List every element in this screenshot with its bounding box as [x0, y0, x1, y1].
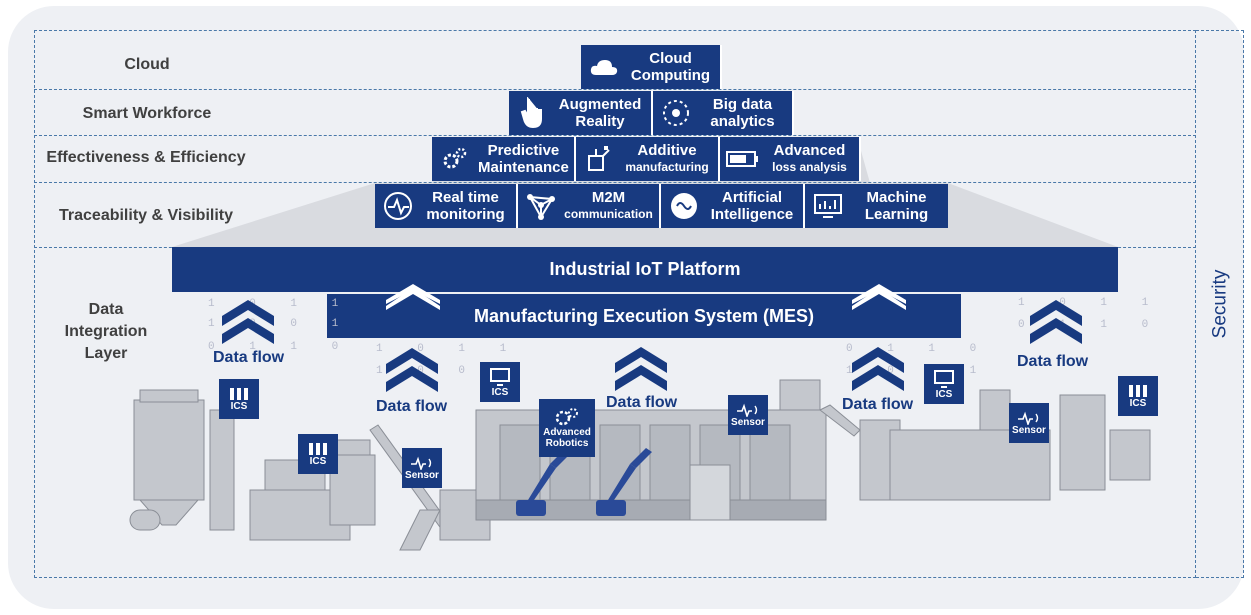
- data-gears-icon: [659, 96, 693, 130]
- network-icon: [524, 189, 558, 223]
- tile-line-1: Advanced: [773, 142, 846, 159]
- monitor-icon: [490, 367, 510, 386]
- brain-icon: [667, 189, 701, 223]
- tile-line-1: Augmented: [558, 96, 642, 113]
- iot-platform-bar: Industrial IoT Platform: [172, 247, 1118, 292]
- data-flow-arrow-icon: [222, 300, 274, 344]
- pulse-monitor-icon: [381, 189, 415, 223]
- divider: [34, 182, 1196, 183]
- up-arrow-icon: [386, 284, 440, 310]
- tile-line-2: loss analysis: [772, 160, 847, 174]
- signal-icon: [411, 456, 432, 470]
- data-flow-label: Data flow: [376, 398, 448, 415]
- data-flow-label: Data flow: [606, 394, 678, 411]
- divider: [34, 89, 1196, 90]
- ics-badge: ICS: [1118, 376, 1158, 416]
- layer-label-data-integration: Data Integration Layer: [64, 301, 148, 362]
- gears-icon: [555, 408, 578, 426]
- tile-line-1: Predictive: [487, 142, 560, 159]
- tile-line-2: Computing: [630, 67, 711, 84]
- signal-icon: [1018, 411, 1039, 425]
- sensor-badge: Sensor: [728, 395, 768, 435]
- 3d-print-icon: [582, 142, 616, 176]
- security-frame: [1196, 30, 1244, 578]
- cloud-icon: [587, 50, 621, 84]
- up-arrow-icon: [852, 284, 906, 310]
- divider: [34, 135, 1196, 136]
- tile-line-2: Reality: [575, 113, 625, 130]
- layer-label-traceability: Traceability & Visibility: [59, 207, 233, 224]
- factory-machinery-image: [129, 379, 1151, 551]
- gears-icon: [438, 142, 472, 176]
- tile-line-2: communication: [564, 207, 653, 221]
- layer-label-workforce: Smart Workforce: [82, 105, 212, 122]
- server-icon: [230, 387, 248, 400]
- security-label: Security: [1209, 269, 1231, 339]
- sensor-badge: Sensor: [402, 448, 442, 488]
- tile-line-1: Additive: [637, 142, 697, 159]
- layers-frame: [34, 30, 1196, 578]
- data-flow-arrow-icon: [615, 347, 667, 391]
- tile-line-1: Cloud: [649, 50, 692, 67]
- tile-line-2: analytics: [710, 113, 775, 130]
- tile-line-2: Intelligence: [710, 206, 794, 223]
- server-icon: [309, 442, 327, 455]
- battery-icon: [726, 142, 760, 176]
- tile-line-2: monitoring: [426, 206, 505, 223]
- ics-badge: ICS: [219, 379, 259, 419]
- signal-icon: [737, 403, 758, 417]
- data-flow-arrow-icon: [386, 348, 438, 392]
- robotics-badge: Advanced Robotics: [539, 399, 595, 457]
- tile-line-1: Big data: [712, 96, 773, 113]
- tile-line-2: Maintenance: [478, 159, 569, 176]
- hand-pointer-icon: [515, 96, 549, 130]
- sensor-badge: Sensor: [1009, 403, 1049, 443]
- data-flow-arrow-icon: [1030, 300, 1082, 344]
- binary-digits: 0 1 1 0: [208, 341, 353, 353]
- chart-screen-icon: [811, 189, 845, 223]
- server-icon: [1129, 384, 1147, 397]
- tile-line-1: Machine: [866, 189, 927, 206]
- data-flow-label: Data flow: [213, 349, 285, 366]
- tile-line-2: manufacturing: [625, 160, 709, 174]
- tile-line-1: Artificial: [721, 189, 782, 206]
- layer-label-effectiveness: Effectiveness & Efficiency: [46, 149, 246, 166]
- data-flow-arrow-icon: [852, 347, 904, 391]
- ics-badge: ICS: [298, 434, 338, 474]
- tile-line-1: Real time: [432, 189, 499, 206]
- tile-line-1: M2M: [591, 189, 626, 206]
- monitor-badge: ICS: [924, 364, 964, 404]
- tile-line-2: Learning: [864, 206, 929, 223]
- data-flow-label: Data flow: [1017, 353, 1089, 370]
- monitor-icon: [934, 369, 954, 388]
- monitor-badge: ICS: [480, 362, 520, 402]
- layer-label-cloud: Cloud: [124, 56, 170, 73]
- data-flow-label: Data flow: [842, 396, 914, 413]
